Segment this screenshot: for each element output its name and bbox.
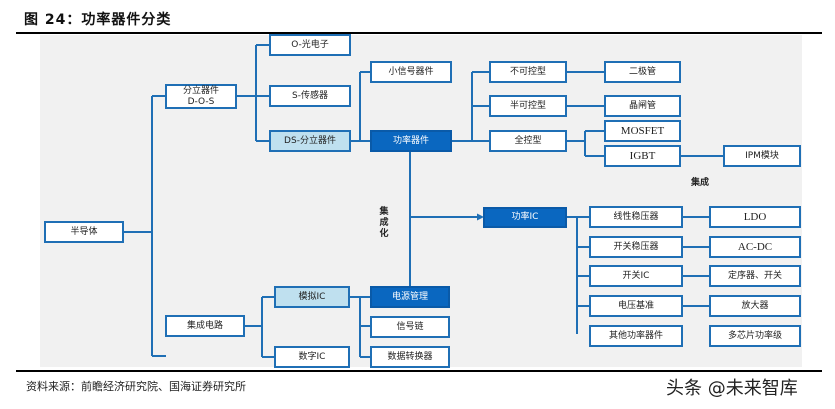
node-thyristor: 晶闸管: [604, 95, 681, 117]
node-multichip: 多芯片功率级: [709, 325, 801, 347]
integration-label: 集成: [691, 178, 710, 188]
node-switch-ic: 开关IC: [589, 265, 683, 287]
line-discrete-children: [236, 44, 270, 142]
node-discrete: 分立器件 D-O-S: [165, 84, 237, 109]
arrow-head-icon: [477, 213, 484, 221]
node-voltage-ref: 电压基准: [589, 295, 683, 317]
node-opto: O-光电子: [269, 34, 351, 56]
node-sequencer: 定序器、开关: [709, 265, 801, 287]
line-power-children: [452, 71, 490, 142]
node-uncontrolled: 不可控型: [489, 61, 567, 83]
top-rule: [16, 32, 822, 34]
node-ic: 集成电路: [165, 315, 245, 337]
line-semi-trunk: [122, 95, 166, 357]
node-mosfet: MOSFET: [604, 120, 681, 142]
line-items-right: [682, 216, 710, 307]
node-amplifier: 放大器: [709, 295, 801, 317]
node-semiconductor: 半导体: [44, 221, 124, 243]
node-data-converter: 数据转换器: [370, 346, 450, 368]
node-ipm: IPM模块: [723, 145, 801, 167]
line-analog-children: [349, 296, 371, 358]
node-igbt: IGBT: [604, 145, 681, 167]
node-diode: 二极管: [604, 61, 681, 83]
node-acdc: AC-DC: [709, 236, 801, 258]
figure-title: 图 24：功率器件分类: [24, 12, 172, 28]
node-power-ic: 功率IC: [483, 207, 567, 228]
node-switching-reg: 开关稳压器: [589, 236, 683, 258]
node-power-device: 功率器件: [370, 130, 452, 152]
node-small-signal: 小信号器件: [370, 61, 452, 83]
node-digital-ic: 数字IC: [274, 346, 350, 368]
watermark: 头条 @未来智库: [666, 378, 798, 399]
node-linear-reg: 线性稳压器: [589, 206, 683, 228]
node-sensor: S-传感器: [269, 85, 351, 107]
node-signal-chain: 信号链: [370, 316, 450, 338]
source-note: 资料来源：前瞻经济研究院、国海证券研究所: [26, 380, 246, 393]
line-power-ic-children: [566, 216, 590, 334]
node-power-mgmt: 电源管理: [370, 286, 450, 308]
line-full-devices: [566, 130, 605, 157]
node-ds-discrete: DS-分立器件: [269, 130, 351, 152]
line-ic-children: [244, 296, 275, 358]
node-semi-controlled: 半可控型: [489, 95, 567, 117]
node-other-power: 其他功率器件: [589, 325, 683, 347]
line-ds-children: [350, 71, 371, 142]
node-analog-ic: 模拟IC: [274, 286, 350, 308]
bottom-rule: [16, 370, 822, 372]
node-full-controlled: 全控型: [489, 130, 567, 152]
node-ldo: LDO: [709, 206, 801, 228]
integration-vertical-label: 集成化: [379, 207, 389, 239]
node-discrete-label: 分立器件 D-O-S: [182, 85, 219, 107]
